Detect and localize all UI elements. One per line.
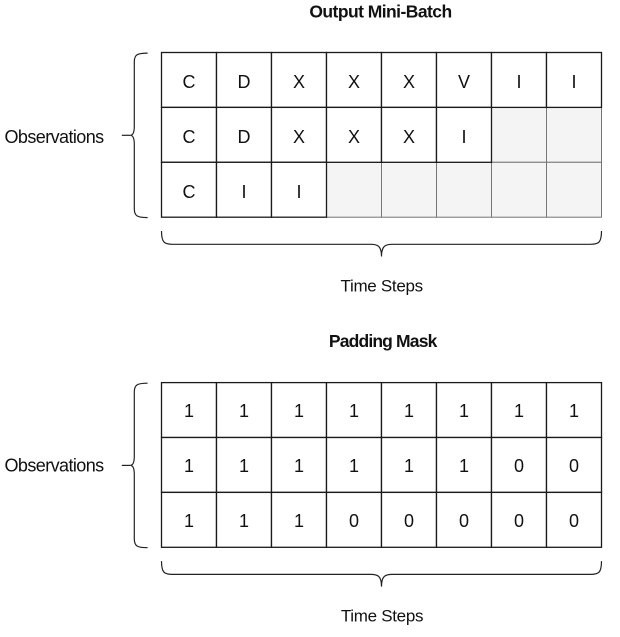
svg-text:Observations: Observations [5,456,105,476]
svg-text:X: X [293,72,305,92]
svg-text:0: 0 [514,456,524,476]
svg-text:1: 1 [239,456,249,476]
svg-text:I: I [296,182,301,202]
svg-text:I: I [241,182,246,202]
svg-text:1: 1 [569,401,579,421]
svg-text:0: 0 [404,511,414,531]
svg-text:Time Steps: Time Steps [341,607,423,626]
svg-text:0: 0 [459,511,469,531]
svg-text:0: 0 [569,456,579,476]
svg-text:1: 1 [404,401,414,421]
svg-text:1: 1 [459,401,469,421]
svg-text:1: 1 [184,511,194,531]
svg-text:X: X [348,127,360,147]
svg-text:0: 0 [349,511,359,531]
svg-text:X: X [403,72,415,92]
svg-text:0: 0 [514,511,524,531]
svg-text:X: X [293,127,305,147]
svg-text:C: C [183,127,196,147]
svg-text:Time Steps: Time Steps [341,277,423,296]
svg-text:0: 0 [569,511,579,531]
svg-text:1: 1 [294,456,304,476]
svg-text:1: 1 [404,456,414,476]
svg-text:X: X [403,127,415,147]
svg-text:I: I [516,72,521,92]
svg-text:1: 1 [184,456,194,476]
svg-text:D: D [238,72,251,92]
svg-text:1: 1 [294,511,304,531]
svg-text:1: 1 [514,401,524,421]
svg-text:1: 1 [459,456,469,476]
svg-text:I: I [461,127,466,147]
svg-text:1: 1 [349,456,359,476]
svg-text:D: D [238,127,251,147]
svg-text:X: X [348,72,360,92]
svg-text:V: V [458,72,470,92]
svg-text:C: C [183,182,196,202]
svg-text:C: C [183,72,196,92]
svg-text:1: 1 [239,511,249,531]
svg-text:Padding Mask: Padding Mask [329,331,438,351]
svg-text:I: I [571,72,576,92]
svg-text:1: 1 [349,401,359,421]
svg-text:1: 1 [294,401,304,421]
svg-text:Output Mini-Batch: Output Mini-Batch [309,2,451,22]
svg-text:1: 1 [184,401,194,421]
svg-text:Observations: Observations [5,127,105,147]
svg-text:1: 1 [239,401,249,421]
